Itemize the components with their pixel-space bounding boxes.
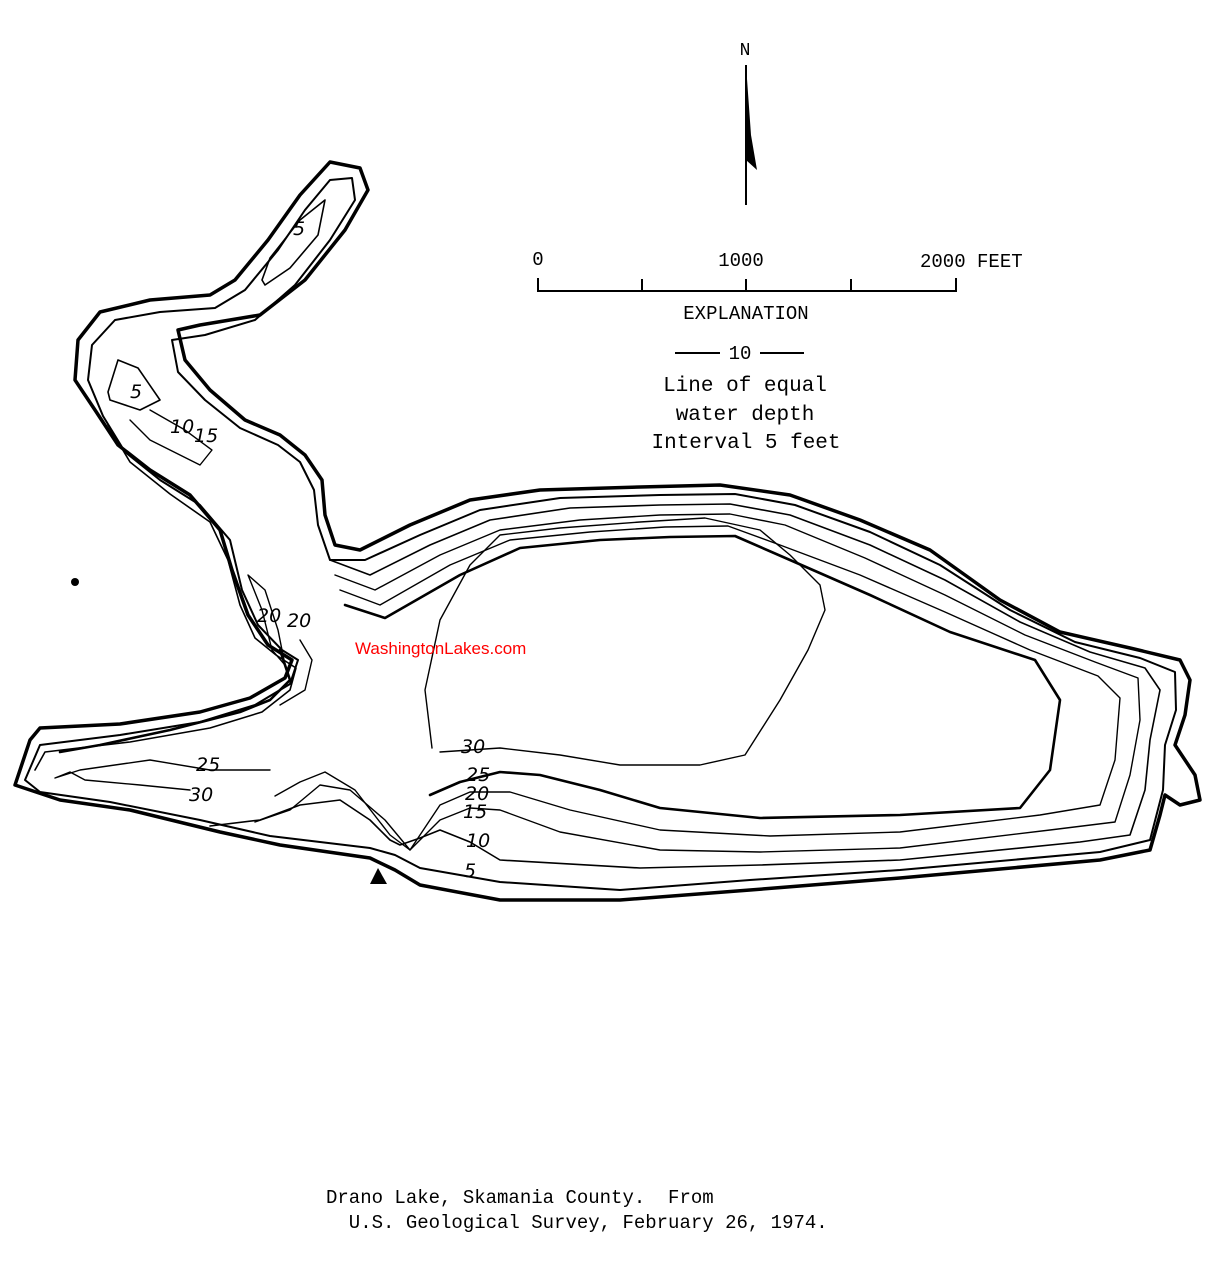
scale-tick-0: 0	[532, 249, 543, 271]
explanation-line-1: Line of equal	[663, 375, 827, 398]
contour-15ft	[254, 513, 1141, 853]
lake-contours	[13, 160, 1202, 902]
map-caption: Drano Lake, Skamania County. From U.S. G…	[326, 1186, 828, 1236]
explanation-line-2: water depth	[676, 404, 815, 427]
contour-label-10-arm: 10	[170, 416, 194, 438]
explanation-line-3: Interval 5 feet	[651, 432, 840, 455]
scale-tick-2000: 2000 FEET	[920, 251, 1023, 273]
contour-arm-15	[129, 409, 213, 466]
contour-label-20: 20	[465, 783, 489, 805]
shoreline	[13, 160, 1202, 902]
explanation-title: EXPLANATION	[683, 303, 808, 325]
explanation-symbol-value: 10	[729, 343, 752, 365]
contour-30ft-pool	[424, 517, 826, 766]
contour-label-30-pool: 30	[461, 736, 485, 758]
scale-tick-1000: 1000	[718, 250, 764, 272]
point-marker-icon	[71, 578, 79, 586]
contour-label-25-west: 25	[196, 754, 220, 776]
contour-30ft-channel	[54, 759, 271, 791]
contour-arm-20	[247, 574, 286, 666]
contour-label-30-west: 30	[189, 784, 213, 806]
contour-5ft	[24, 177, 1177, 891]
contour-label-5: 5	[464, 860, 476, 882]
contour-label-5-west: 5	[130, 381, 142, 403]
contour-label-15-arm: 15	[194, 425, 218, 447]
caption-line-1: Drano Lake, Skamania County. From	[326, 1187, 714, 1209]
watermark: WashingtonLakes.com	[355, 639, 526, 658]
north-arrow: N	[740, 41, 757, 205]
contour-arm-20b	[279, 639, 313, 706]
contour-arm-5b	[107, 359, 161, 411]
contour-label-20-left: 20	[257, 605, 281, 627]
contour-20ft	[274, 525, 1121, 851]
explanation: EXPLANATION 10 Line of equal water depth…	[651, 303, 840, 455]
contour-25ft	[58, 534, 1062, 820]
gauge-triangle-icon	[370, 868, 387, 884]
contour-label-5-north: 5	[293, 218, 305, 240]
scale-bar: 0 1000 2000 FEET	[532, 249, 1023, 292]
caption-line-2: U.S. Geological Survey, February 26, 197…	[326, 1212, 828, 1234]
contour-label-10: 10	[466, 830, 490, 852]
contour-label-15: 15	[463, 801, 487, 823]
north-arrow-icon	[746, 65, 757, 170]
contour-labels: 5 5 10 15 20 20 25 30 30 25 20 15 10 5	[130, 218, 490, 882]
contour-arm-5	[261, 199, 326, 286]
contour-label-20-right: 20	[287, 610, 311, 632]
contour-label-25: 25	[466, 764, 490, 786]
north-label: N	[740, 41, 751, 61]
